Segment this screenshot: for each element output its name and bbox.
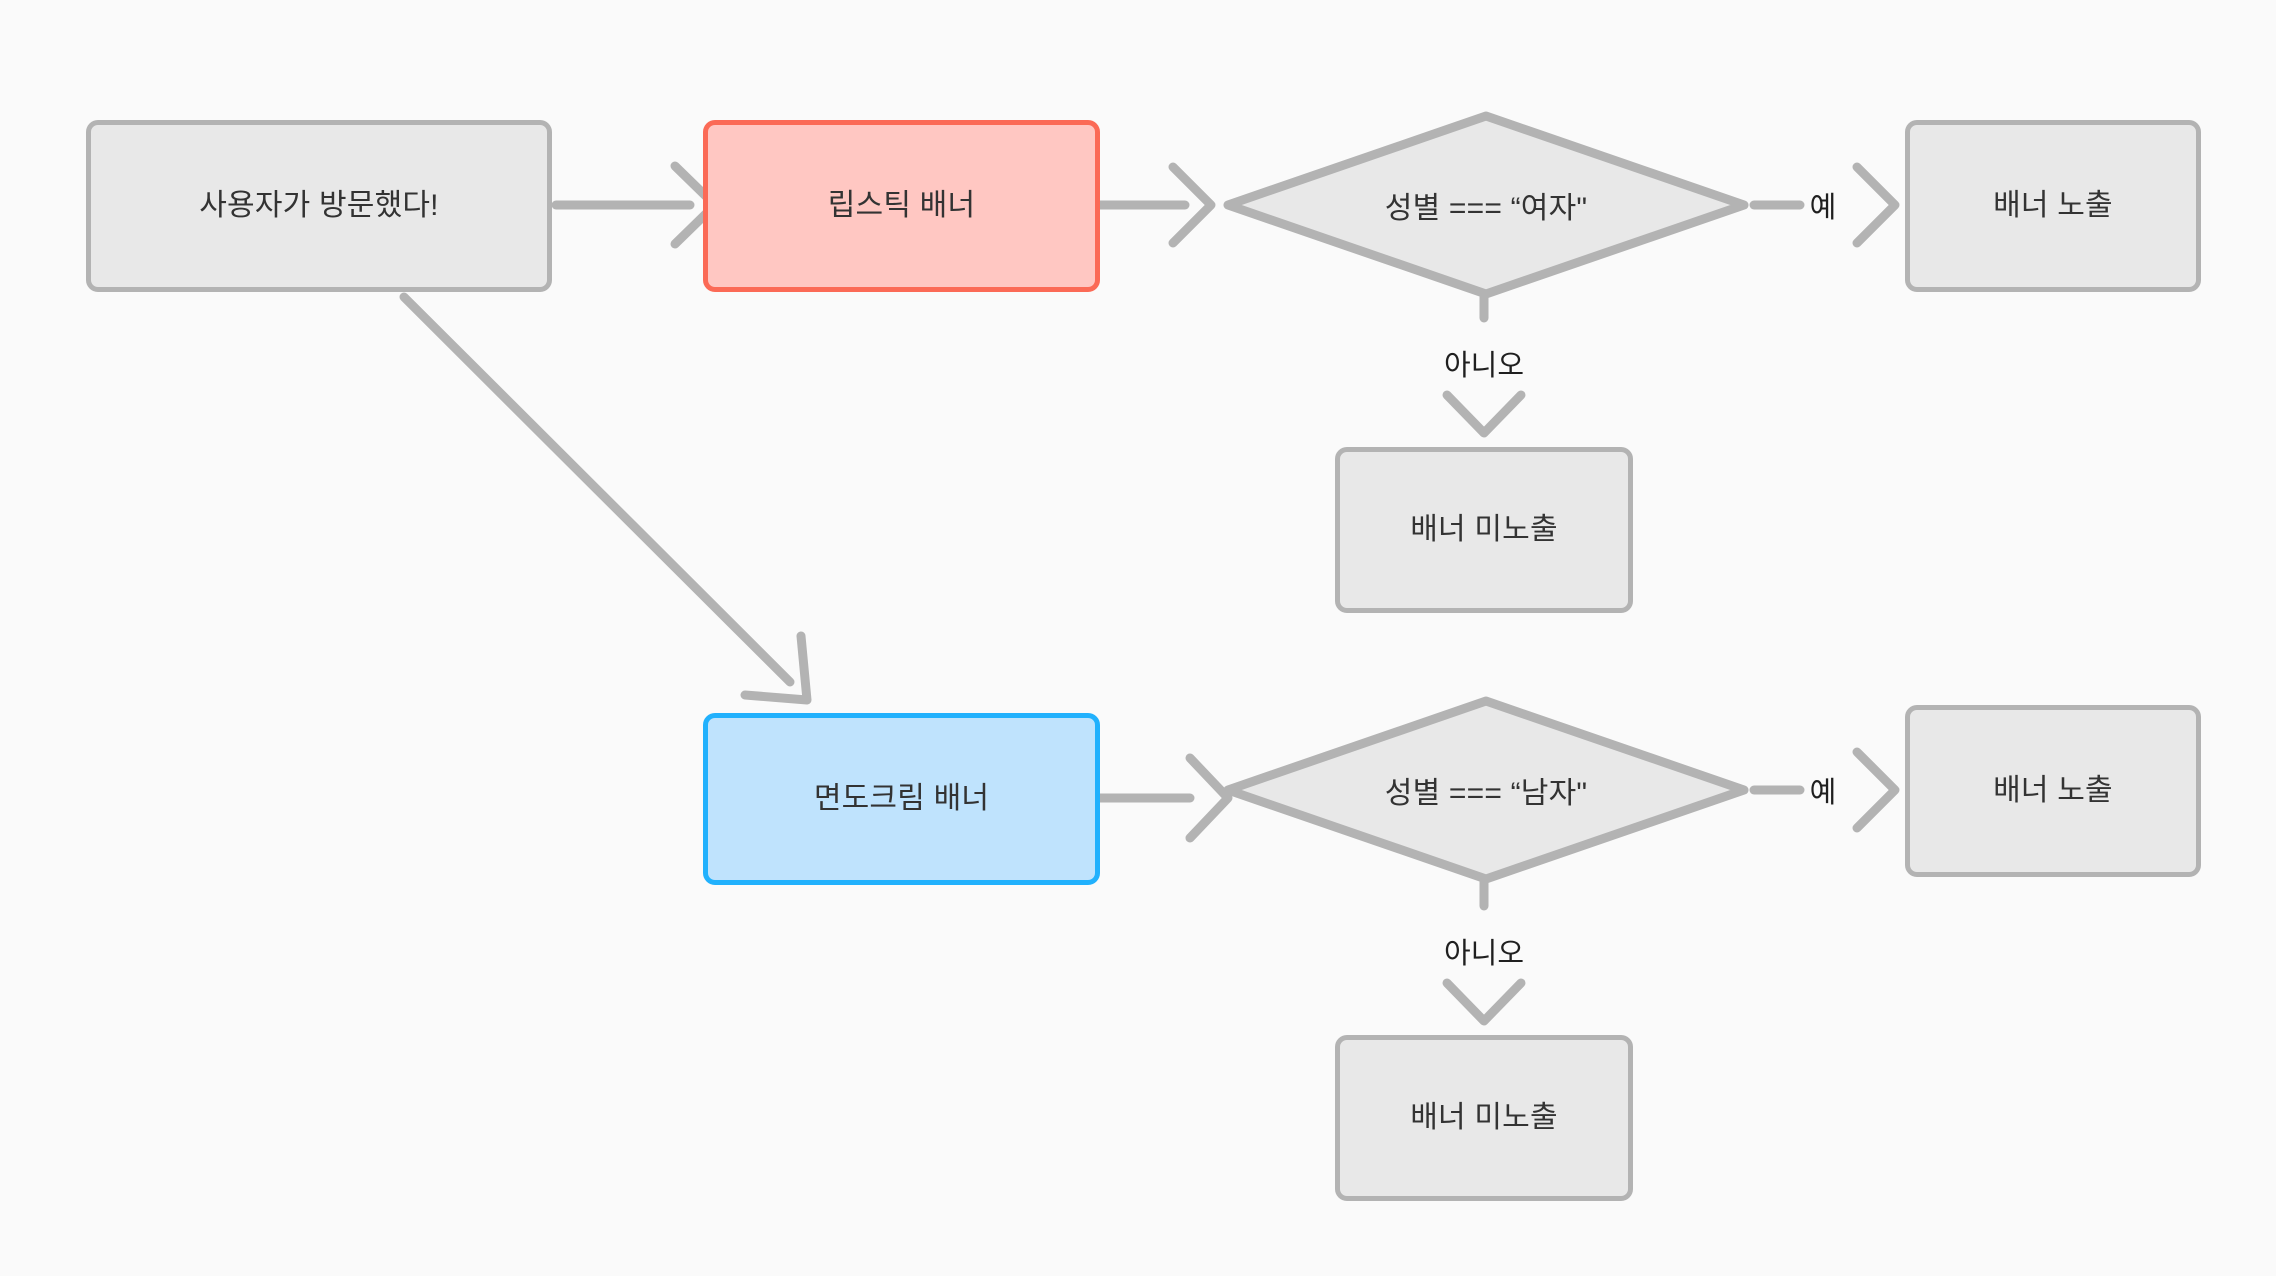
- node-show-banner-female[interactable]: 배너 노출: [1905, 120, 2201, 292]
- edge-label-no-female: 아니오: [1443, 350, 1525, 382]
- node-decision-female[interactable]: 성별 === “여자": [1222, 110, 1750, 300]
- decision-male-label: 성별 === “남자": [1384, 777, 1588, 810]
- decision-female-label: 성별 === “여자": [1384, 192, 1588, 225]
- node-show-banner-male[interactable]: 배너 노출: [1905, 705, 2201, 877]
- node-lipstick-banner[interactable]: 립스틱 배너: [703, 120, 1100, 292]
- node-decision-male[interactable]: 성별 === “남자": [1222, 695, 1750, 885]
- edge-label-yes-female: 예: [1809, 192, 1837, 224]
- edge-lipstick-to-decision-female: [1095, 162, 1216, 248]
- edge-label-no-male: 아니오: [1443, 938, 1525, 970]
- diamond-shape-female: [1223, 111, 1749, 299]
- edge-shaving-to-decision-male: [1095, 753, 1233, 843]
- node-shaving-banner[interactable]: 면도크림 배너: [703, 713, 1100, 885]
- node-hide-banner-female[interactable]: 배너 미노출: [1335, 447, 1633, 613]
- edge-start-to-lipstick: [551, 161, 720, 249]
- node-hide-banner-male[interactable]: 배너 미노출: [1335, 1035, 1633, 1201]
- node-start[interactable]: 사용자가 방문했다!: [86, 120, 552, 292]
- edge-label-yes-male: 예: [1809, 777, 1837, 809]
- diamond-shape-male: [1223, 696, 1749, 884]
- edge-start-to-shaving: [399, 292, 812, 705]
